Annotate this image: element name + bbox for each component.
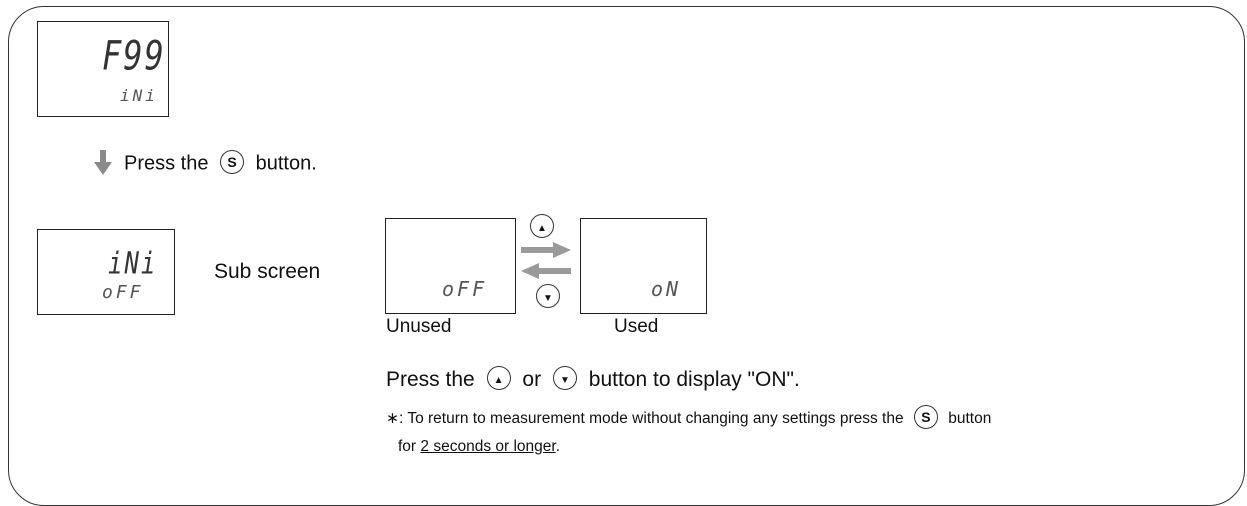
up-button-icon: ▲ [530, 214, 554, 238]
option-used-caption: Used [614, 316, 659, 337]
note-duration: 2 seconds or longer [420, 438, 556, 455]
option-used-value: oN [651, 277, 682, 301]
note-line2-post: . [555, 438, 561, 455]
down-arrow-icon [94, 150, 112, 175]
lcd-main-value: F99 [102, 32, 166, 80]
step-instruction: Press the S button. [124, 150, 317, 176]
note-line-2: for 2 seconds or longer. [398, 438, 560, 456]
note-line2-pre: for [398, 438, 417, 455]
lcd-display-initial: F99 iNi [37, 21, 169, 117]
sub-screen-label: Sub screen [214, 260, 321, 283]
step-text: Press the [124, 152, 209, 175]
step-text-after: button. [255, 152, 317, 175]
lcd-display-submenu: iNi oFF [37, 229, 175, 315]
lcd-main-value: iNi [108, 246, 158, 281]
lcd-option-used: oN [580, 218, 707, 314]
down-button-icon: ▼ [536, 284, 560, 308]
s-button-icon: S [913, 405, 938, 429]
option-unused-caption: Unused [386, 316, 452, 337]
option-unused-value: oFF [442, 277, 488, 301]
note-suffix: button [948, 410, 992, 428]
lcd-sub-value: iNi [120, 86, 158, 105]
instruction-post: button to display "ON". [588, 368, 800, 391]
instruction-text: Press the ▲ or ▼ button to display "ON". [386, 366, 800, 392]
lcd-option-unused: oFF [385, 218, 516, 314]
instruction-pre: Press the [386, 368, 475, 391]
up-button-icon: ▲ [486, 366, 511, 391]
right-arrow-icon [521, 242, 571, 258]
lcd-sub-value: oFF [102, 282, 144, 303]
down-button-icon: ▼ [552, 366, 577, 391]
note-prefix: ∗: To return to measurement mode without… [386, 410, 904, 428]
instruction-mid: or [522, 368, 542, 391]
note-line-1: ∗: To return to measurement mode without… [386, 405, 992, 431]
left-arrow-icon [521, 263, 571, 279]
s-button-icon: S [220, 150, 245, 174]
